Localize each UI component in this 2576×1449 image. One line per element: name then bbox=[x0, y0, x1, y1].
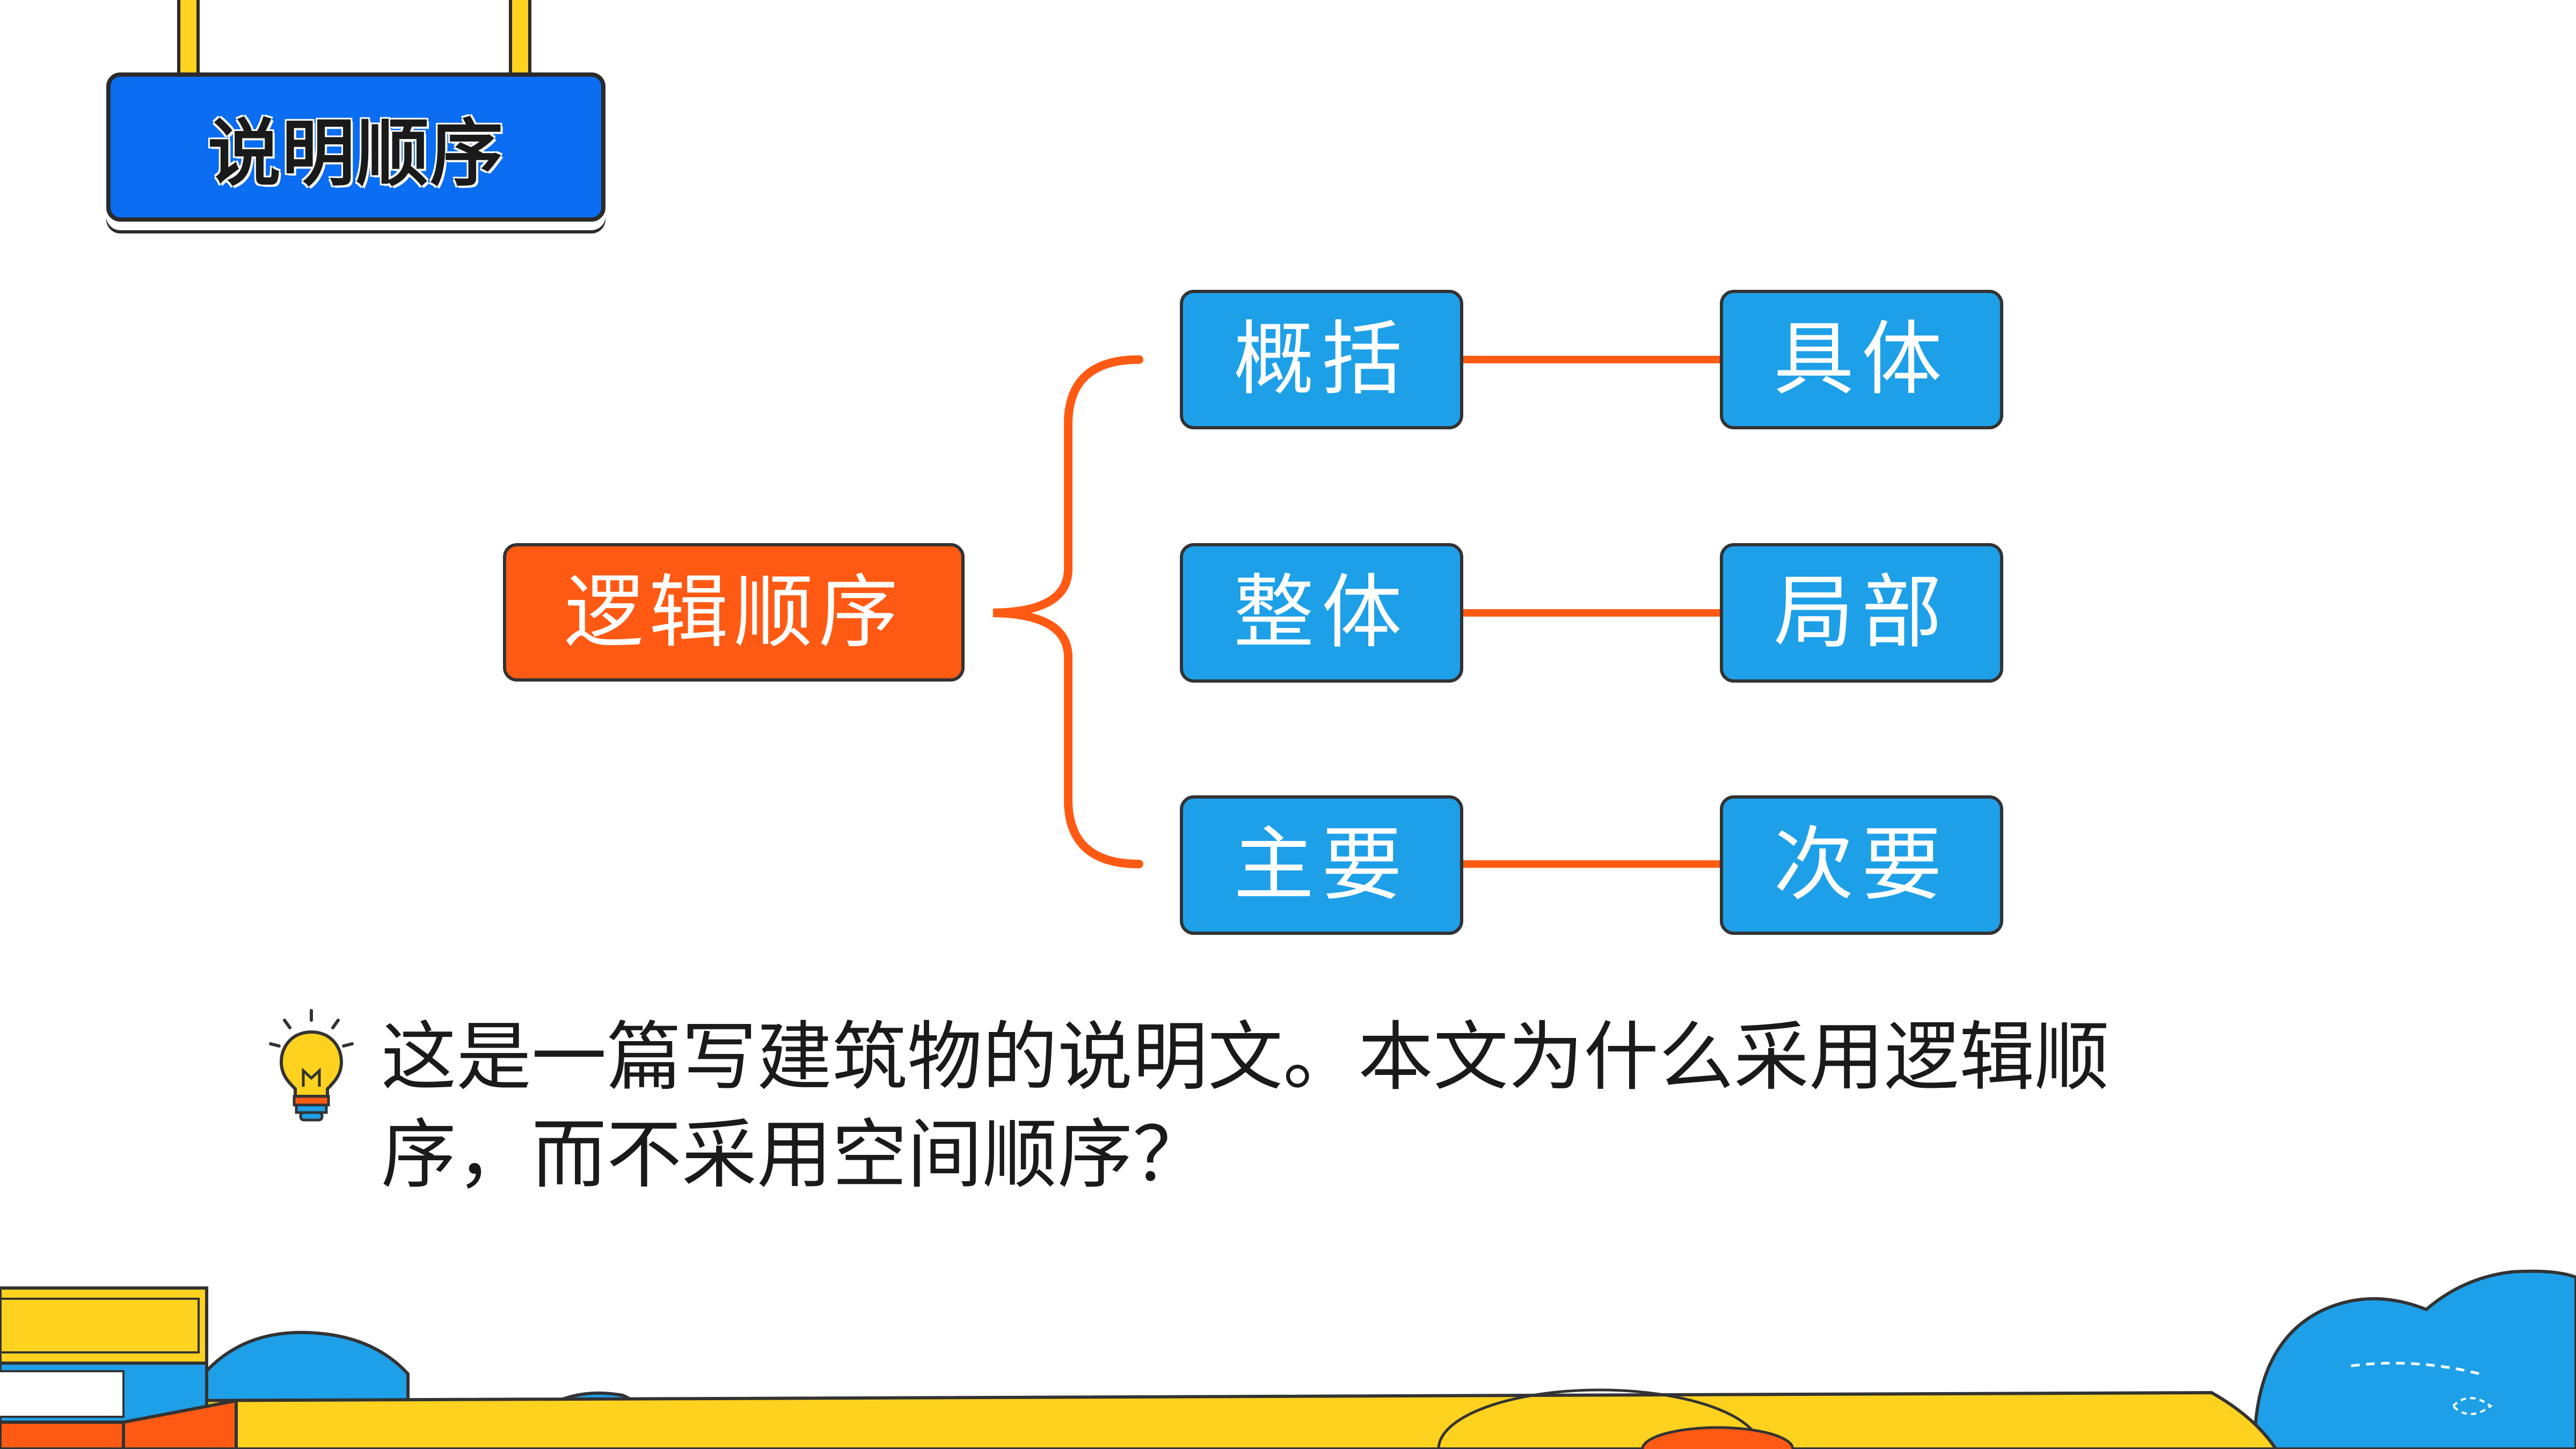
page-title: 说明顺序 bbox=[207, 111, 504, 197]
title-banner: 说明顺序 bbox=[106, 72, 605, 222]
root-node: 逻辑顺序 bbox=[503, 543, 965, 682]
node-right-1: 具体 bbox=[1720, 290, 2003, 429]
node-left-1-label: 概括 bbox=[1233, 313, 1410, 406]
node-left-3-label: 主要 bbox=[1233, 818, 1410, 912]
node-right-3: 次要 bbox=[1720, 795, 2003, 935]
node-right-2: 局部 bbox=[1720, 543, 2003, 683]
lightbulb-icon bbox=[269, 1009, 354, 1122]
node-left-2-label: 整体 bbox=[1233, 566, 1410, 660]
yellow-table bbox=[159, 1391, 2278, 1449]
node-right-1-label: 具体 bbox=[1773, 313, 1950, 406]
question-line-1: 这是一篇写建筑物的说明文。本文为什么采用逻辑顺 bbox=[381, 1014, 2110, 1101]
sign-post-left bbox=[177, 0, 200, 84]
question-line-2: 序，而不采用空间顺序？ bbox=[381, 1111, 1208, 1199]
sign-post-right bbox=[509, 0, 531, 84]
node-right-2-label: 局部 bbox=[1773, 566, 1950, 660]
question-text: 这是一篇写建筑物的说明文。本文为什么采用逻辑顺 序，而不采用空间顺序？ bbox=[381, 1009, 2260, 1204]
node-right-3-label: 次要 bbox=[1773, 818, 1950, 912]
node-left-1: 概括 bbox=[1180, 290, 1463, 429]
node-left-2: 整体 bbox=[1180, 543, 1463, 683]
book-spine bbox=[122, 1399, 238, 1449]
root-node-label: 逻辑顺序 bbox=[564, 566, 903, 658]
cloud-right bbox=[2252, 1269, 2576, 1449]
node-left-3: 主要 bbox=[1180, 795, 1463, 935]
brace-connector bbox=[993, 355, 1143, 868]
